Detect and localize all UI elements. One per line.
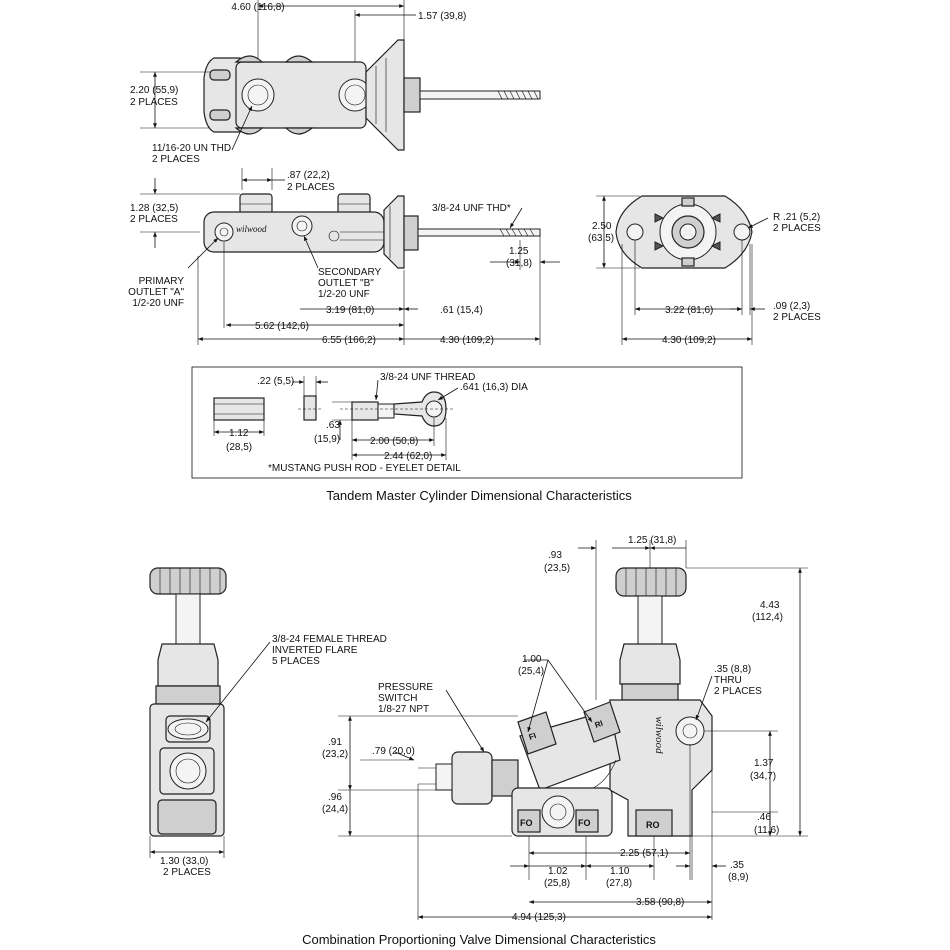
dim-rod-0-63: .63 (326, 420, 340, 431)
label-valve-inverted-flare: INVERTED FLARE (272, 645, 358, 656)
dim-rod-0-22: .22 (5,5) (257, 376, 294, 387)
label-valve-thru-places: 2 PLACES (714, 686, 762, 697)
dim-side-0-61: .61 (15,4) (440, 305, 483, 316)
port-ri-label: RI (594, 719, 605, 730)
label-top-thread: 11/16-20 UN THD (152, 143, 231, 154)
dim-valve-0-35: .35 (730, 860, 744, 871)
dim-valve-4-43: 4.43 (760, 600, 780, 611)
dim-top-2-20-places: 2 PLACES (130, 97, 178, 108)
dim-side-6-55: 6.55 (166,2) (322, 335, 376, 346)
dim-valve-0-93: .93 (548, 550, 562, 561)
dim-side-0-87: .87 (22,2) (287, 170, 330, 181)
dim-valve-1-30: 1.30 (33,0) (160, 856, 208, 867)
dim-valve-0-91-mm: (23,2) (322, 749, 348, 760)
dim-top-2-20: 2.20 (55,9) (130, 85, 178, 96)
dim-rod-1-12-mm: (28,5) (226, 442, 252, 453)
dim-valve-2-25: 2.25 (57,1) (620, 848, 668, 859)
dim-valve-0-35-mm: (8,9) (728, 872, 749, 883)
dim-valve-0-93-mm: (23,5) (544, 563, 570, 574)
note-mustang-pushrod: *MUSTANG PUSH ROD - EYELET DETAIL (268, 463, 461, 474)
label-rod-thread: 3/8-24 UNF THREAD (380, 372, 475, 383)
master-cylinder-side-view: wilwood (140, 168, 560, 345)
dim-rod-eyelet-dia: .641 (16,3) DIA (460, 382, 528, 393)
label-secondary-outlet-1: SECONDARY (318, 267, 381, 278)
dim-valve-0-79: .79 (20,0) (372, 746, 415, 757)
pushrod-detail (191, 366, 743, 479)
valve-front-view (149, 567, 271, 858)
dim-side-1-28-places: 2 PLACES (130, 214, 178, 225)
label-side-rod-thread: 3/8-24 UNF THD* (432, 203, 511, 214)
dim-side-5-62: 5.62 (142,6) (255, 321, 309, 332)
dim-side-0-87-places: 2 PLACES (287, 182, 335, 193)
label-valve-5-places: 5 PLACES (272, 656, 320, 667)
dim-valve-1-10-mm: (27,8) (606, 878, 632, 889)
dim-valve-0-96: .96 (328, 792, 342, 803)
port-fo-label-1: FO (520, 818, 533, 828)
dim-end-3-22: 3.22 (81,6) (665, 305, 713, 316)
dim-valve-1-00: 1.00 (522, 654, 542, 665)
wilwood-logo-side: wilwood (236, 224, 267, 234)
label-pressure-switch-1: PRESSURE (378, 682, 433, 693)
dim-rod-2-00: 2.00 (50,8) (370, 436, 418, 447)
dim-valve-4-43-mm: (112,4) (752, 612, 783, 623)
label-secondary-outlet-3: 1/2-20 UNF (318, 289, 370, 300)
dim-valve-1-02-mm: (25,8) (544, 878, 570, 889)
dim-valve-1-10: 1.10 (610, 866, 630, 877)
dim-valve-0-35-thru: .35 (8,8) (714, 664, 751, 675)
dim-side-4-30: 4.30 (109,2) (440, 335, 494, 346)
port-fi-label: FI (528, 731, 538, 742)
dim-rod-0-63-mm: (15,9) (314, 434, 340, 445)
dim-valve-1-25: 1.25 (31,8) (628, 535, 676, 546)
label-primary-outlet-2: OUTLET "A" (128, 287, 184, 298)
dim-rod-2-44: 2.44 (62,0) (384, 451, 432, 462)
valve-side-view: wilwood (338, 540, 808, 920)
wilwood-logo-valve: wilwood (653, 716, 665, 754)
dim-valve-0-96-mm: (24,4) (322, 804, 348, 815)
dim-end-4-30: 4.30 (109,2) (662, 335, 716, 346)
dim-side-1-25: 1.25 (509, 246, 529, 257)
dim-valve-1-02: 1.02 (548, 866, 568, 877)
dim-end-2-50-mm: (63,5) (588, 233, 614, 244)
dim-rod-1-12: 1.12 (229, 428, 249, 439)
port-ro-label: RO (646, 820, 660, 830)
label-top-thread-places: 2 PLACES (152, 154, 200, 165)
label-primary-outlet-1: PRIMARY (139, 276, 185, 287)
dim-valve-0-46-mm: (11,6) (754, 825, 779, 836)
port-fo-label-2: FO (578, 818, 591, 828)
dim-valve-1-00-mm: (25,4) (518, 666, 544, 677)
dim-end-radius-places: 2 PLACES (773, 223, 821, 234)
dim-valve-1-37-mm: (34,7) (750, 771, 776, 782)
dim-valve-0-46: .46 (757, 812, 771, 823)
dim-valve-4-94: 4.94 (125,3) (512, 912, 566, 923)
label-primary-outlet-3: 1/2-20 UNF (132, 298, 184, 309)
dim-side-1-25-mm: (31,8) (506, 258, 532, 269)
dim-valve-3-58: 3.58 (90,8) (636, 897, 684, 908)
dim-side-3-19: 3.19 (81,0) (326, 305, 374, 316)
caption-proportioning-valve: Combination Proportioning Valve Dimensio… (302, 932, 656, 947)
label-pressure-switch-2: SWITCH (378, 693, 417, 704)
master-cylinder-end-view (596, 195, 769, 345)
caption-master-cylinder: Tandem Master Cylinder Dimensional Chara… (326, 488, 632, 503)
dim-end-radius: R .21 (5,2) (773, 212, 820, 223)
dim-valve-0-91: .91 (328, 737, 342, 748)
dim-top-1-57: 1.57 (39,8) (418, 11, 466, 22)
dim-valve-1-30-places: 2 PLACES (163, 867, 211, 878)
label-pressure-switch-3: 1/8-27 NPT (378, 704, 429, 715)
label-secondary-outlet-2: OUTLET "B" (318, 278, 374, 289)
master-cylinder-top-view (140, 0, 541, 151)
dim-valve-1-37: 1.37 (754, 758, 774, 769)
label-valve-thru: THRU (714, 675, 742, 686)
dim-end-0-09: .09 (2,3) (773, 301, 810, 312)
dim-top-4-60: 4.60 (116,8) (231, 2, 284, 13)
dim-end-0-09-places: 2 PLACES (773, 312, 821, 323)
dim-side-1-28: 1.28 (32,5) (130, 203, 178, 214)
dim-end-2-50: 2.50 (592, 221, 612, 232)
label-valve-female-thread: 3/8-24 FEMALE THREAD (272, 634, 387, 645)
